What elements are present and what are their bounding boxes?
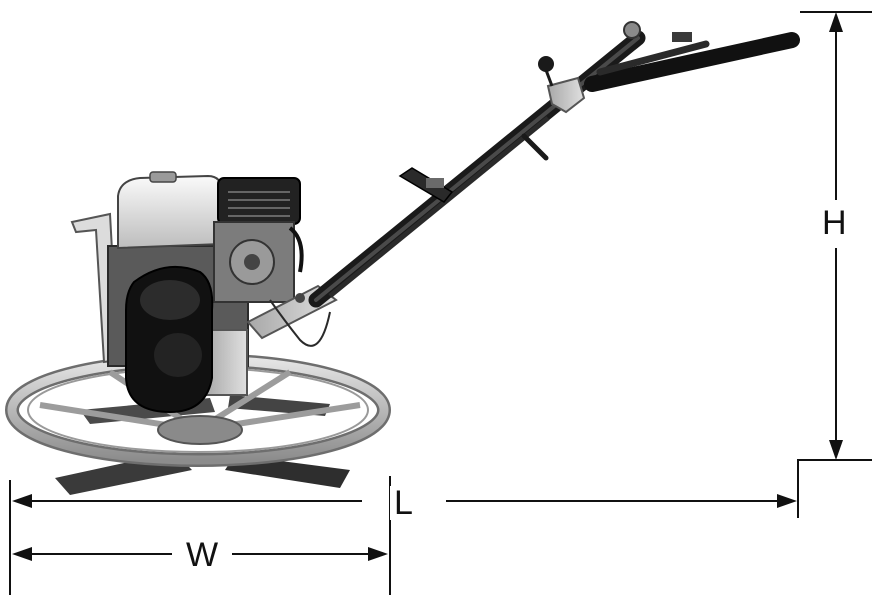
fuel-tank — [117, 171, 223, 250]
power-trowel-illustration — [5, 21, 800, 495]
handle-shaft — [269, 30, 646, 347]
belt-guard — [125, 265, 214, 414]
engine-block — [213, 177, 304, 303]
upper-grip — [521, 21, 800, 161]
length-label: L — [390, 486, 417, 520]
width-label: W — [182, 538, 223, 572]
height-label: H — [818, 206, 851, 240]
dimension-lines — [9, 11, 872, 595]
pitch-lever — [398, 167, 454, 203]
length-dimension-line — [9, 480, 797, 595]
guard-ring — [5, 353, 391, 467]
height-dimension-line — [797, 11, 872, 518]
